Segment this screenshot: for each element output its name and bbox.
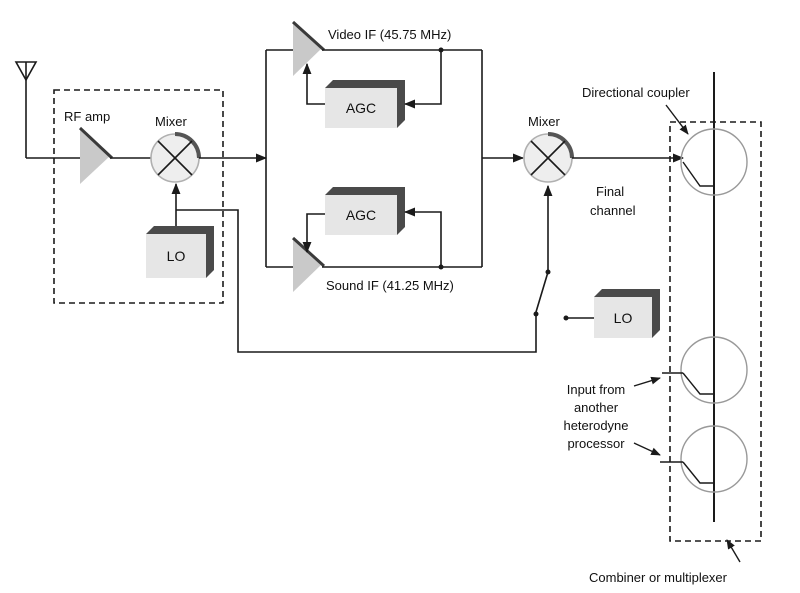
antenna-icon: [14, 61, 38, 158]
input-label-line-4: processor: [567, 436, 625, 451]
junction-video: [438, 47, 444, 53]
wire-sound-agc-loop: [302, 207, 442, 267]
agc-sound-label: AGC: [346, 207, 376, 223]
mixer-2-label: Mixer: [528, 114, 560, 129]
directional-coupler-2: [662, 336, 748, 404]
combiner-pointer: [726, 539, 741, 563]
input-label-line-2: another: [574, 400, 619, 415]
lo-1-label: LO: [167, 248, 186, 264]
directional-coupler-1: [680, 128, 748, 196]
rf-amp-label: RF amp: [64, 109, 110, 124]
wire-if-combine: [481, 50, 525, 267]
rf-amp-triangle: [78, 126, 114, 184]
input-label-line-1: Input from: [567, 382, 626, 397]
sound-if-amp-triangle: [291, 236, 326, 292]
switch-pivot: [545, 269, 551, 275]
video-if-label: Video IF (45.75 MHz): [328, 27, 451, 42]
directional-coupler-3: [660, 425, 748, 493]
input-label-line-3: heterodyne: [563, 418, 628, 433]
downconverter-dashed-box: [53, 89, 224, 304]
mixer-2-symbol: [523, 132, 574, 183]
wire-video-agc-loop: [302, 50, 442, 109]
lo-selector-switch: [535, 184, 553, 313]
final-channel-label-1: Final: [596, 184, 624, 199]
wire-if-splitter: [265, 49, 293, 268]
agc-video-label: AGC: [346, 100, 376, 116]
combiner-label: Combiner or multiplexer: [589, 570, 728, 585]
lo-1-block: LO: [146, 226, 214, 278]
junction-sound: [438, 264, 444, 270]
lo-2-block: LO: [594, 289, 660, 338]
video-if-amp-triangle: [291, 20, 326, 76]
agc-sound-block: AGC: [325, 187, 405, 235]
directional-coupler-label: Directional coupler: [582, 85, 690, 100]
final-channel-label-2: channel: [590, 203, 636, 218]
mixer-1-label: Mixer: [155, 114, 187, 129]
coupler-pointer: [665, 104, 689, 135]
input-pointer-lower: [633, 442, 661, 456]
switch-contact-left: [533, 311, 539, 317]
sound-if-label: Sound IF (41.25 MHz): [326, 278, 454, 293]
wire-lo-loop: [176, 209, 537, 353]
lo-2-label: LO: [614, 310, 633, 326]
input-pointer-upper: [633, 376, 661, 387]
mixer-1-symbol: [150, 132, 201, 183]
combiner-dashed-box: [669, 121, 762, 542]
agc-video-block: AGC: [325, 80, 405, 128]
